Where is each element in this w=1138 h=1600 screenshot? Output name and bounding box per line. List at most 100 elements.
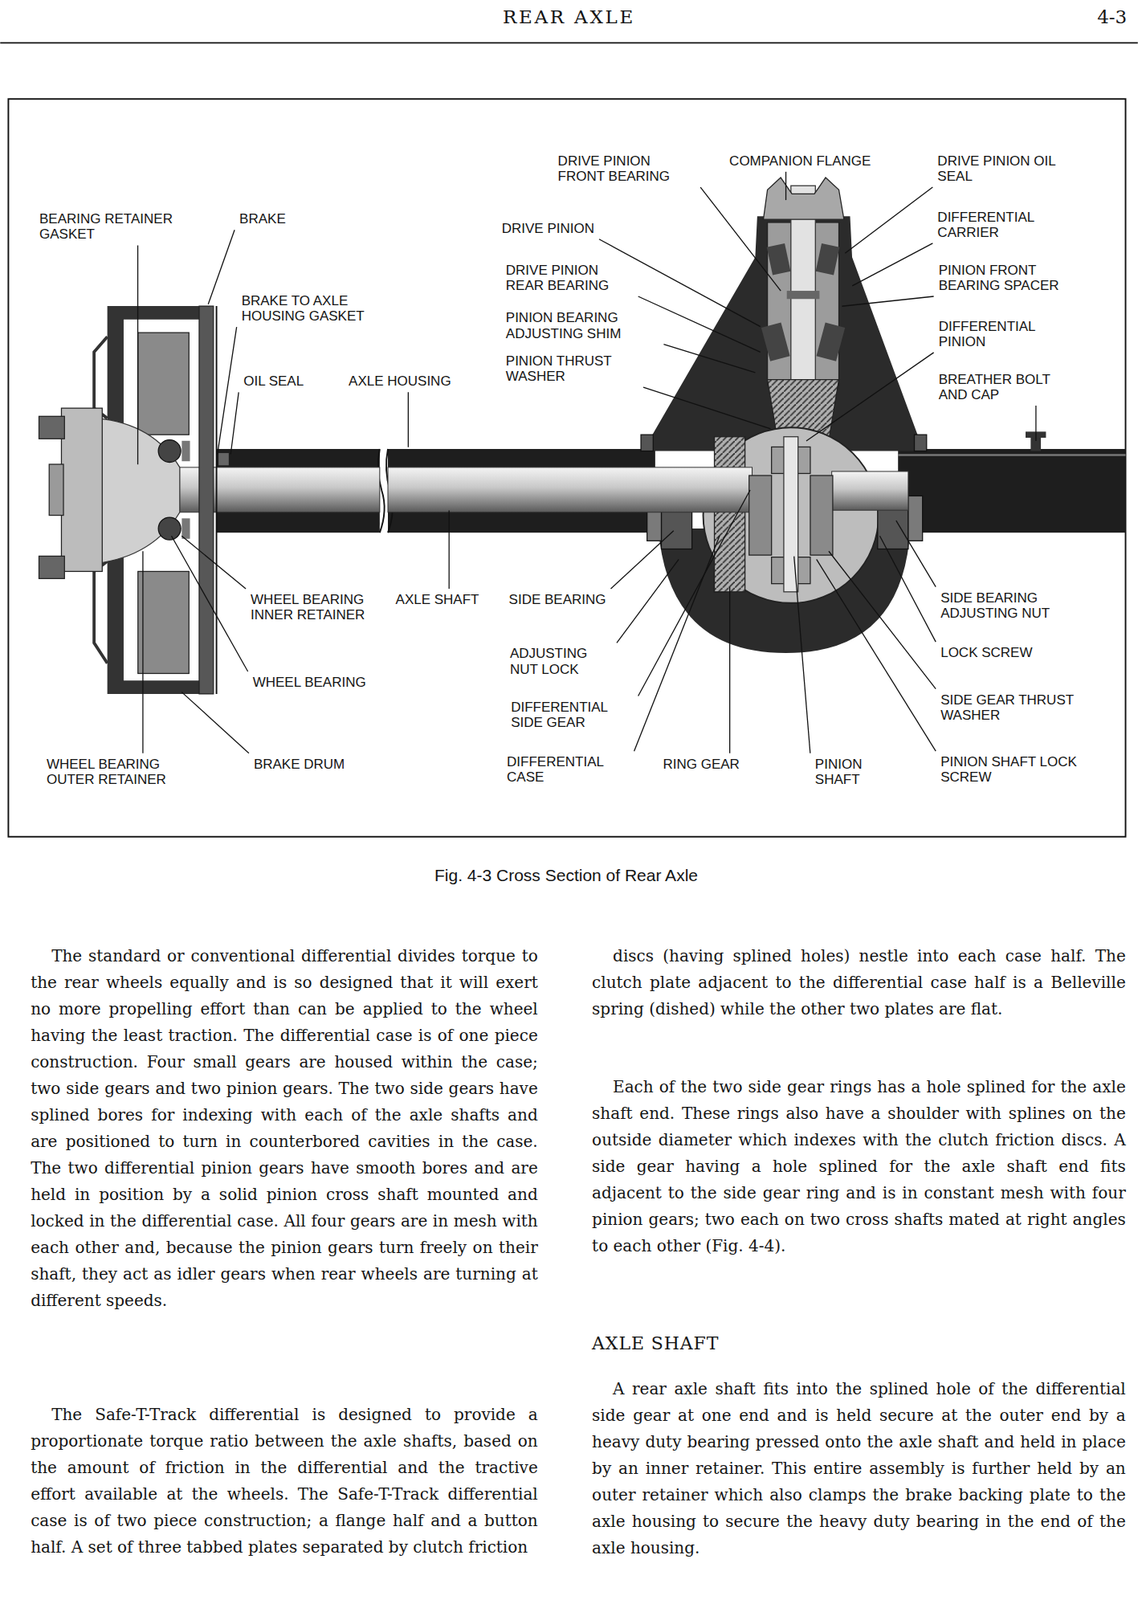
leader-line	[638, 489, 751, 697]
carrier-bolt	[914, 434, 927, 451]
leader-line	[785, 171, 787, 200]
leader-line	[611, 530, 674, 589]
callout-label: PINION THRUST WASHER	[504, 353, 641, 384]
leader-line	[643, 387, 771, 429]
callout-label: WHEEL BEARING INNER RETAINER	[248, 591, 400, 623]
front-bearing	[766, 243, 792, 276]
leader-line	[794, 556, 811, 754]
leader-line	[217, 326, 237, 454]
carrier-bolt	[640, 434, 653, 451]
callout-label: DIFFERENTIAL PINION	[937, 318, 1064, 350]
callout-label: DRIVE PINION OIL SEAL	[935, 153, 1062, 184]
differential-carrier	[643, 216, 924, 451]
rear-bearing	[815, 322, 845, 361]
axle-housing	[897, 448, 1126, 533]
callout-label: DRIVE PINION REAR BEARING	[504, 262, 636, 294]
callout-label: BRAKE DRUM	[252, 756, 347, 772]
leader-line	[896, 520, 936, 587]
callout-label: SIDE BEARING	[507, 591, 608, 608]
callout-label: BRAKE	[237, 211, 288, 227]
page-header-title: REAR AXLE	[0, 6, 1138, 28]
figure-caption: Fig. 4-3 Cross Section of Rear Axle	[0, 865, 1133, 886]
leader-line	[806, 352, 935, 441]
oil-seal	[218, 452, 229, 465]
callout-label: BEARING RETAINER GASKET	[37, 211, 204, 242]
leader-line	[729, 587, 731, 754]
leader-line	[816, 558, 936, 751]
leader-line	[879, 535, 936, 642]
leader-line	[1035, 405, 1037, 441]
wheel-bearing	[158, 517, 181, 540]
leader-line	[181, 535, 246, 589]
brake-shoe	[138, 332, 190, 435]
axle-shaft	[387, 467, 753, 513]
leader-line	[208, 229, 235, 304]
pinion-shaft	[783, 436, 799, 592]
callout-label: PINION BEARING ADJUSTING SHIM	[504, 309, 661, 341]
leader-line	[171, 535, 249, 672]
leader-line	[142, 550, 143, 753]
leader-line	[616, 558, 679, 643]
axle-shaft	[153, 467, 380, 513]
callout-label: DIFFERENTIAL CASE	[505, 754, 632, 785]
inner-retainer	[181, 440, 190, 461]
wheel-stud	[39, 416, 66, 439]
gasket	[216, 305, 218, 694]
body-paragraph: Each of the two side gear rings has a ho…	[591, 1073, 1126, 1260]
adjusting-nut	[908, 495, 923, 541]
callout-label: SIDE BEARING ADJUSTING NUT	[938, 590, 1085, 621]
housing-highlight	[897, 453, 1126, 457]
wheel-stud	[39, 555, 66, 579]
callout-label: DRIVE PINION FRONT BEARING	[556, 153, 698, 184]
figure-frame	[8, 98, 1126, 837]
callout-label: PINION SHAFT	[813, 756, 899, 788]
side-gear	[810, 475, 833, 555]
rear-bearing	[761, 322, 791, 361]
callout-label: PINION FRONT BEARING SPACER	[937, 262, 1084, 294]
callout-label: AXLE SHAFT	[394, 591, 482, 608]
leader-line	[181, 692, 249, 754]
callout-label: OIL SEAL	[241, 373, 306, 389]
body-paragraph: A rear axle shaft fits into the splined …	[591, 1375, 1126, 1562]
callout-label: SIDE GEAR THRUST WASHER	[938, 692, 1081, 723]
leader-line	[634, 535, 720, 751]
companion-flange	[763, 177, 845, 220]
callout-label: DIFFERENTIAL CARRIER	[935, 209, 1062, 241]
callout-label: BRAKE TO AXLE HOUSING GASKET	[240, 293, 407, 324]
hub-boss	[48, 464, 64, 516]
callout-label: BREATHER BOLT AND CAP	[937, 371, 1073, 403]
leader-line	[448, 509, 450, 589]
callout-label: DRIVE PINION	[500, 220, 596, 237]
side-gear	[749, 475, 772, 555]
leader-line	[844, 187, 933, 253]
leader-line	[137, 244, 139, 465]
backing-plate	[199, 305, 214, 694]
section-heading: AXLE SHAFT	[591, 1333, 719, 1354]
callout-label: WHEEL BEARING	[251, 674, 368, 690]
ring-gear	[714, 436, 746, 592]
leader-line	[700, 187, 781, 291]
bearing-spacer	[787, 290, 820, 299]
differential-case	[703, 427, 880, 604]
front-bearing	[815, 243, 841, 276]
leader-line	[841, 296, 934, 306]
inner-retainer	[181, 518, 190, 539]
body-paragraph: The Safe-T-Track differential is designe…	[30, 1401, 539, 1561]
hub	[61, 407, 102, 572]
callout-label: WHEEL BEARING OUTER RETAINER	[44, 756, 192, 788]
leader-line	[852, 243, 933, 286]
callout-label: RING GEAR	[661, 756, 742, 772]
wheel-bearing	[158, 440, 181, 463]
leader-line	[663, 344, 755, 373]
leader-line	[828, 550, 936, 689]
brake-shoe	[138, 571, 190, 674]
body-paragraph: The standard or conventional differentia…	[30, 942, 539, 1314]
callout-label: PINION SHAFT LOCK SCREW	[938, 754, 1085, 785]
leader-line	[230, 391, 239, 454]
page-number: 4-3	[1097, 6, 1127, 28]
leader-line	[407, 391, 409, 447]
axle-shaft	[832, 471, 909, 510]
callout-label: LOCK SCREW	[938, 644, 1034, 661]
callout-label: COMPANION FLANGE	[727, 153, 873, 169]
